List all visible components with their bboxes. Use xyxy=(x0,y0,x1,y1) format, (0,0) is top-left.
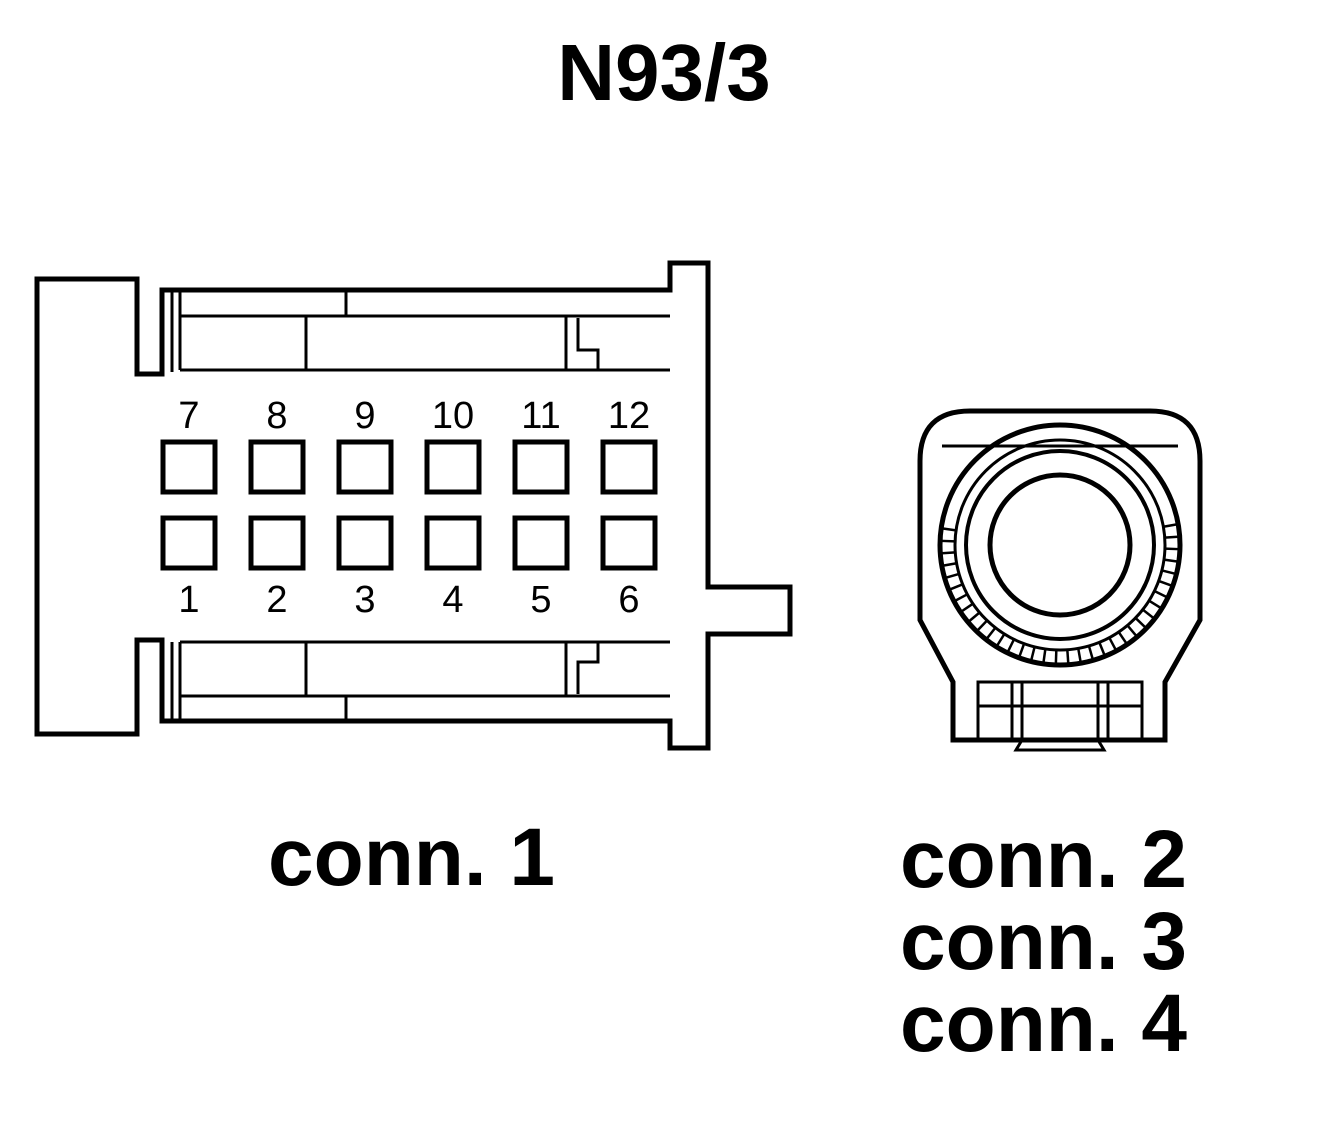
pin-cavity-4 xyxy=(424,515,482,571)
pin-label-3: 3 xyxy=(354,579,375,621)
pin-cavity-11 xyxy=(512,439,570,495)
connector-1-lower-latch xyxy=(170,640,670,719)
pin-cavity-8 xyxy=(248,439,306,495)
pin-label-8: 8 xyxy=(266,395,287,437)
knurl-tick xyxy=(995,633,1006,648)
pin-cavity-7 xyxy=(160,439,218,495)
pin-label-10: 10 xyxy=(432,395,474,437)
knurl-tick xyxy=(1042,648,1047,665)
pin-cavity-5 xyxy=(512,515,570,571)
knurl-tick xyxy=(1017,643,1026,659)
knurl-tick xyxy=(1077,648,1083,664)
pin-label-6: 6 xyxy=(618,579,639,621)
pin-cavity-2 xyxy=(248,515,306,571)
knurl-tick xyxy=(1163,558,1180,563)
pin-label-4: 4 xyxy=(442,579,463,621)
connector-1-label: conn. 1 xyxy=(268,812,556,903)
knurl-tick xyxy=(941,562,957,568)
knurl-tick xyxy=(953,593,968,603)
connector-1-pin-labels-bottom: 1 2 3 4 5 6 xyxy=(178,579,639,621)
knurl-tick xyxy=(948,583,964,592)
round-connector-latch-box xyxy=(976,680,1144,742)
knurl-tick xyxy=(1087,645,1095,661)
knurl-tick xyxy=(1158,579,1174,588)
pin-label-5: 5 xyxy=(530,579,551,621)
pin-label-2: 2 xyxy=(266,579,287,621)
knurl-tick xyxy=(967,611,981,624)
connector-1-housing xyxy=(34,260,793,751)
connector-1-outline xyxy=(34,260,793,751)
knurl-tick xyxy=(1029,646,1036,662)
round-connector-latch-tab xyxy=(1013,682,1107,752)
round-connector-opening xyxy=(987,472,1133,618)
knurl-tick xyxy=(1148,599,1163,610)
knurl-tick xyxy=(1126,624,1139,638)
pin-label-1: 1 xyxy=(178,579,199,621)
pin-cavity-1 xyxy=(160,515,218,571)
pin-cavity-9 xyxy=(336,439,394,495)
pin-label-11: 11 xyxy=(521,395,560,437)
knurl-tick xyxy=(940,551,956,555)
connector-2-label: conn. 2 xyxy=(900,814,1188,905)
knurl-tick xyxy=(1163,522,1179,528)
connector-3-label: conn. 3 xyxy=(900,896,1188,987)
knurl-tick xyxy=(985,626,997,641)
knurl-tick xyxy=(940,539,956,543)
pin-cavity-3 xyxy=(336,515,394,571)
knurl-tick xyxy=(940,527,957,532)
round-connector-knurl-ticks xyxy=(940,522,1180,665)
knurl-tick xyxy=(944,572,960,580)
knurl-tick xyxy=(1054,649,1058,665)
knurl-tick xyxy=(1134,617,1148,630)
knurl-tick xyxy=(1108,637,1118,652)
knurl-tick xyxy=(959,602,974,614)
knurl-tick xyxy=(1006,638,1016,654)
diagram-title: N93/3 xyxy=(557,28,771,117)
pin-label-9: 9 xyxy=(354,395,375,437)
knurl-tick xyxy=(1141,608,1156,620)
pin-label-7: 7 xyxy=(178,395,199,437)
round-connector xyxy=(917,408,1203,752)
knurl-tick xyxy=(1098,641,1107,657)
knurl-tick xyxy=(1066,649,1070,665)
knurl-tick xyxy=(1164,547,1180,551)
connector-1-pin-row-top xyxy=(160,439,658,495)
knurl-tick xyxy=(1164,535,1180,539)
round-connector-knurl-inner xyxy=(953,438,1167,652)
knurl-tick xyxy=(1161,569,1177,576)
round-connector-knurl-ring xyxy=(937,422,1183,668)
knurl-tick xyxy=(975,619,988,633)
pin-cavity-12 xyxy=(600,439,658,495)
round-connector-outline xyxy=(917,408,1203,743)
connector-1-pin-labels-top: 7 8 9 10 11 12 xyxy=(178,395,650,437)
pin-cavity-10 xyxy=(424,439,482,495)
round-connector-middle-ring xyxy=(964,449,1156,641)
pin-cavity-6 xyxy=(600,515,658,571)
connector-1-upper-latch xyxy=(170,292,670,372)
connector-4-label: conn. 4 xyxy=(900,978,1188,1069)
knurl-tick xyxy=(1153,589,1169,599)
knurl-tick xyxy=(1117,631,1129,646)
pin-label-12: 12 xyxy=(608,395,650,437)
connector-1-pin-row-bottom xyxy=(160,515,658,571)
